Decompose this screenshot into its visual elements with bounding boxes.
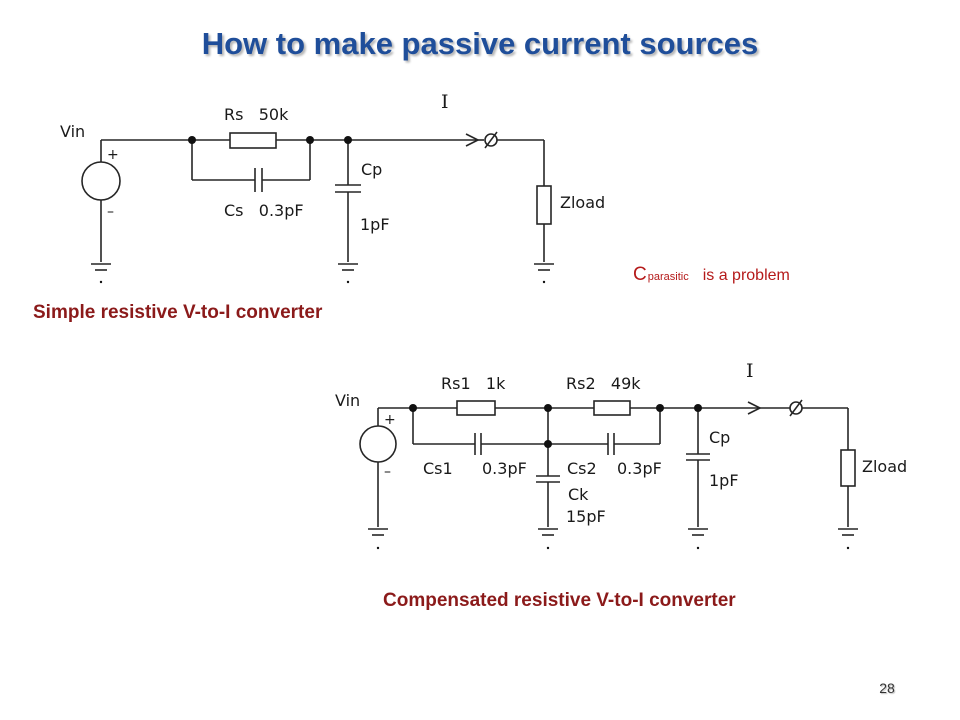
comp-cs2-value: 0.3pF xyxy=(617,459,662,478)
simple-current-label: I xyxy=(441,91,449,113)
simple-circuit-caption: Simple resistive V-to-I converter xyxy=(33,302,323,323)
simple-vin-label: Vin xyxy=(60,122,85,141)
comp-cp-value: 1pF xyxy=(709,471,739,490)
simple-circuit: Vin + – xyxy=(60,91,605,284)
comp-vin-label: Vin xyxy=(335,391,360,410)
note-c-symbol: C xyxy=(633,264,647,285)
comp-zload-resistor xyxy=(840,449,856,487)
page-number: 28 xyxy=(879,680,895,696)
simple-zload-label: Zload xyxy=(560,193,605,212)
comp-resistor-rs1 xyxy=(456,400,496,416)
comp-ck-value: 15pF xyxy=(566,507,606,526)
simple-rs-label: Rs 50k xyxy=(224,105,289,124)
compensated-circuit-caption: Compensated resistive V-to-I converter xyxy=(383,590,736,611)
note-subscript: parasitic xyxy=(647,271,689,283)
simple-zload-resistor xyxy=(536,185,552,225)
simple-resistor-rs xyxy=(229,132,277,149)
note-text: is a problem xyxy=(702,267,790,284)
simple-minus-sign: – xyxy=(107,204,114,220)
comp-voltage-source: Vin + – xyxy=(335,391,397,527)
comp-cp-label: Cp xyxy=(709,428,730,447)
simple-cs-label: Cs 0.3pF xyxy=(224,201,304,220)
simple-cp-label: Cp xyxy=(361,160,382,179)
simple-ground-symbols xyxy=(91,263,554,284)
simple-cp-value: 1pF xyxy=(360,215,390,234)
comp-cs1-label: Cs1 xyxy=(423,459,453,478)
comp-cs1-value: 0.3pF xyxy=(482,459,527,478)
slide-title: How to make passive current sources xyxy=(201,26,759,61)
comp-rs1-label: Rs1 1k xyxy=(441,374,506,393)
comp-resistor-rs2 xyxy=(593,400,631,416)
comp-ck-label: Ck xyxy=(568,485,589,504)
comp-plus-sign: + xyxy=(384,412,396,428)
comp-ground-symbols xyxy=(368,528,858,550)
comp-zload-label: Zload xyxy=(862,457,907,476)
compensated-circuit: Vin + – xyxy=(335,360,907,550)
parasitic-note: Cparasitic is a problem xyxy=(633,264,790,286)
comp-rs2-label: Rs2 49k xyxy=(566,374,641,393)
simple-plus-sign: + xyxy=(107,147,119,163)
comp-current-label: I xyxy=(746,360,754,382)
comp-cs2-label: Cs2 xyxy=(567,459,597,478)
comp-minus-sign: – xyxy=(384,464,391,480)
simple-voltage-source: Vin + – xyxy=(60,122,121,262)
